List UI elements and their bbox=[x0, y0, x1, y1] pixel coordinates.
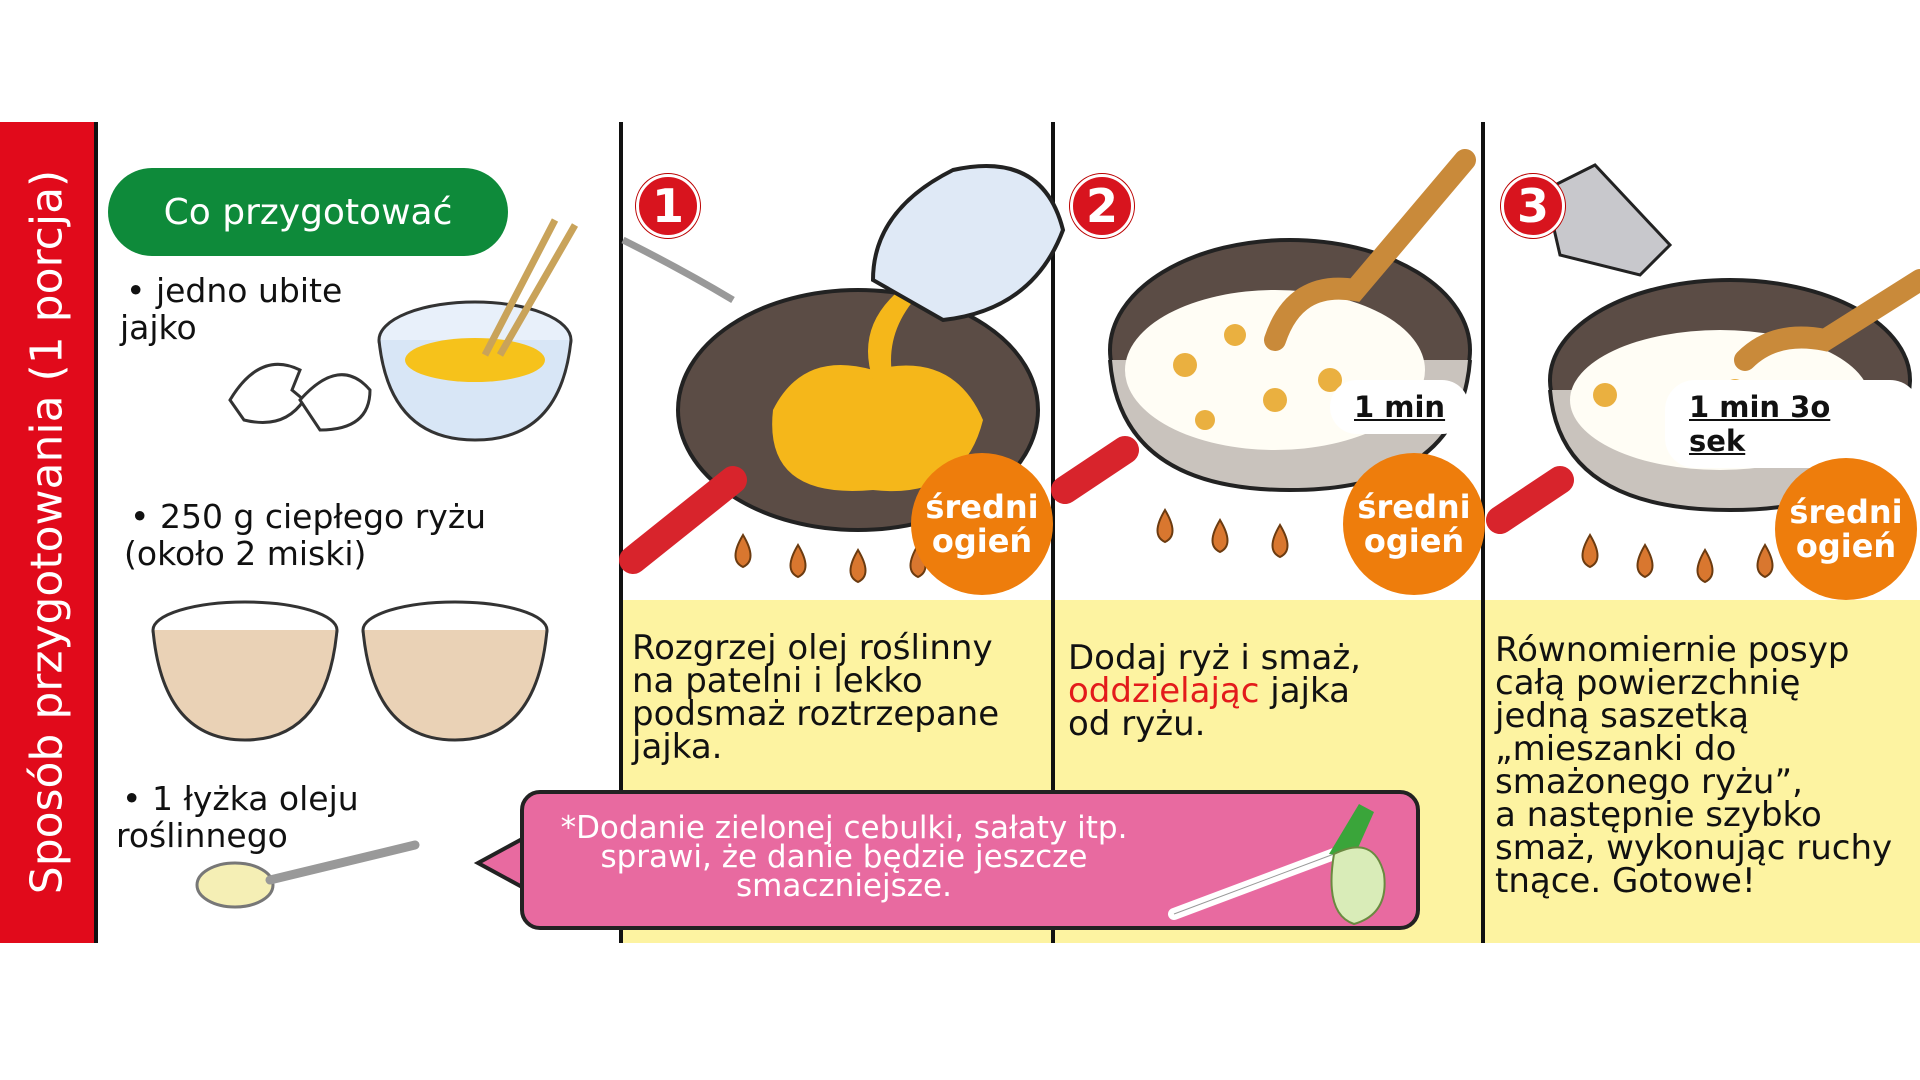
highlight-text: oddzielając bbox=[1068, 671, 1260, 711]
oil-spoon-illustration bbox=[195, 840, 420, 909]
step-2-time: 1 min bbox=[1330, 380, 1470, 434]
ingredient-line: jajko bbox=[120, 308, 197, 347]
step-2-number: 2 bbox=[1070, 174, 1134, 238]
ingredient-line: roślinnego bbox=[116, 816, 288, 855]
step-line: jedną saszetką bbox=[1495, 696, 1750, 736]
tip-line: sprawi, że danie będzie jeszcze bbox=[600, 839, 1088, 875]
heat-label: ogień bbox=[931, 522, 1033, 560]
callout-pointer bbox=[473, 834, 526, 892]
step-line-rest: jajka bbox=[1259, 671, 1350, 711]
step-line: a następnie szybko bbox=[1495, 795, 1822, 835]
ingredient-egg: • jedno ubite jajko bbox=[120, 271, 343, 346]
ingredient-line: • 250 g ciepłego ryżu bbox=[130, 497, 487, 536]
step-1-illustration bbox=[619, 164, 1066, 584]
step-line: całą powierzchnię bbox=[1495, 663, 1801, 703]
tip-line: smaczniejsze. bbox=[736, 868, 952, 904]
step-line: smaż, wykonując ruchy bbox=[1495, 828, 1893, 868]
divider bbox=[619, 122, 623, 943]
heat-label: ogień bbox=[1795, 527, 1897, 565]
heat-label: średni bbox=[925, 488, 1039, 526]
step-line: jajka. bbox=[632, 727, 723, 767]
rice-bowls-illustration bbox=[151, 600, 549, 742]
ingredient-line: • 1 łyżka oleju bbox=[122, 779, 359, 818]
page-title: Sposób przygotowania (1 porcja) bbox=[21, 169, 73, 895]
divider bbox=[1051, 122, 1055, 943]
step-3-text: Równomiernie posyp całą powierzchnię jed… bbox=[1495, 630, 1893, 901]
step-1-text: Rozgrzej olej roślinny na patelni i lekk… bbox=[632, 628, 1000, 767]
step-line: oddzielając jajka bbox=[1068, 674, 1361, 708]
ingredient-oil: • 1 łyżka oleju roślinnego bbox=[116, 779, 359, 854]
step-1-number: 1 bbox=[636, 174, 700, 238]
step-line: smażonego ryżu”, bbox=[1495, 762, 1803, 802]
step-3-time: 1 min 3o sek bbox=[1665, 380, 1920, 468]
step-3-number: 3 bbox=[1501, 174, 1565, 238]
step-line: od ryżu. bbox=[1068, 704, 1206, 744]
step-line: „mieszanki do bbox=[1495, 729, 1737, 769]
step-line: Rozgrzej olej roślinny bbox=[632, 628, 993, 668]
tip-callout: *Dodanie zielonej cebulki, sałaty itp. s… bbox=[520, 790, 1420, 930]
step-line: Dodaj ryż i smaż, bbox=[1068, 638, 1361, 678]
tip-line: *Dodanie zielonej cebulki, sałaty itp. bbox=[560, 810, 1128, 846]
ingredient-rice: • 250 g ciepłego ryżu (około 2 miski) bbox=[124, 497, 487, 572]
step-2-text: Dodaj ryż i smaż, oddzielając jajka od r… bbox=[1068, 638, 1361, 744]
ingredient-line: (około 2 miski) bbox=[124, 534, 367, 573]
egg-bowl-illustration bbox=[228, 218, 579, 442]
step-line: tnące. Gotowe! bbox=[1495, 861, 1756, 901]
ingredient-line: • jedno ubite bbox=[126, 271, 343, 310]
step-line: na patelni i lekko bbox=[632, 661, 923, 701]
heat-label: ogień bbox=[1363, 522, 1465, 560]
heat-label: średni bbox=[1357, 488, 1471, 526]
step-line: podsmaż roztrzepane bbox=[632, 694, 1000, 734]
tip-text: *Dodanie zielonej cebulki, sałaty itp. s… bbox=[544, 810, 1144, 904]
green-onion-illustration bbox=[1168, 804, 1386, 926]
divider bbox=[94, 122, 98, 943]
ingredients-header: Co przygotować bbox=[108, 168, 508, 256]
step-3-text-area bbox=[1485, 600, 1920, 943]
step-line: Równomiernie posyp bbox=[1495, 630, 1850, 670]
heat-label: średni bbox=[1789, 493, 1903, 531]
title-band: Sposób przygotowania (1 porcja) bbox=[0, 122, 94, 943]
